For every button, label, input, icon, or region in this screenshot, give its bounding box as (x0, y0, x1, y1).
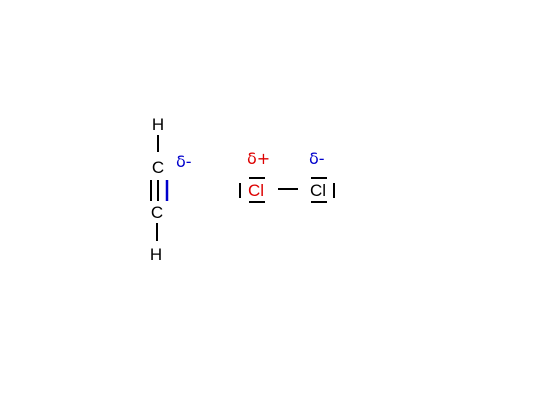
partial-charge-ethyne: δ- (176, 152, 192, 171)
atom-h-bottom: H (150, 245, 162, 264)
ethyne-molecule: H C C H δ- (150, 115, 192, 264)
atom-cl-right: Cl (310, 181, 326, 200)
partial-charge-cl-left: δ+ (247, 149, 270, 168)
atom-c-bottom: C (151, 203, 163, 222)
atom-h-top: H (152, 115, 164, 134)
partial-charge-cl-right: δ- (309, 149, 325, 168)
atom-cl-left: Cl (248, 181, 264, 200)
chlorine-molecule: δ+ δ- Cl Cl (239, 149, 335, 203)
atom-c-top: C (152, 158, 164, 177)
